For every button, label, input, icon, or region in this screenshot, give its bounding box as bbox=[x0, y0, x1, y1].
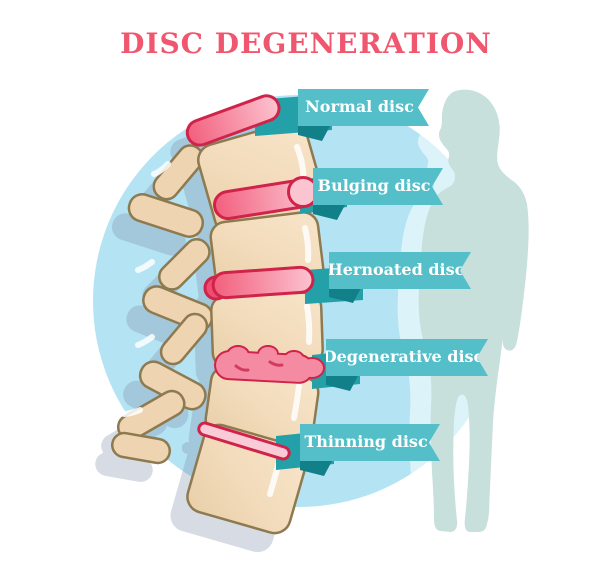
degenerative-disc bbox=[213, 345, 325, 385]
label-thinning-disc-text: Thinning disc bbox=[304, 432, 428, 451]
label-connector-folds bbox=[298, 126, 361, 476]
label-degenerative-disc-text: Degenerative disc bbox=[322, 347, 484, 366]
label-degenerative-disc: Degenerative disc bbox=[326, 339, 488, 376]
discs bbox=[182, 90, 325, 462]
label-thinning-disc: Thinning disc bbox=[300, 424, 440, 461]
page-title: DISC DEGENERATION bbox=[120, 27, 492, 60]
label-bulging-disc: Bulging disc bbox=[313, 168, 443, 205]
label-normal-disc-text: Normal disc bbox=[305, 97, 414, 116]
label-hernoated-disc: Hernoated disc bbox=[329, 252, 471, 289]
label-normal-disc: Normal disc bbox=[298, 89, 429, 126]
label-hernoated-disc-text: Hernoated disc bbox=[327, 260, 465, 279]
label-bulging-disc-text: Bulging disc bbox=[317, 176, 431, 195]
bone-highlights bbox=[121, 144, 313, 497]
